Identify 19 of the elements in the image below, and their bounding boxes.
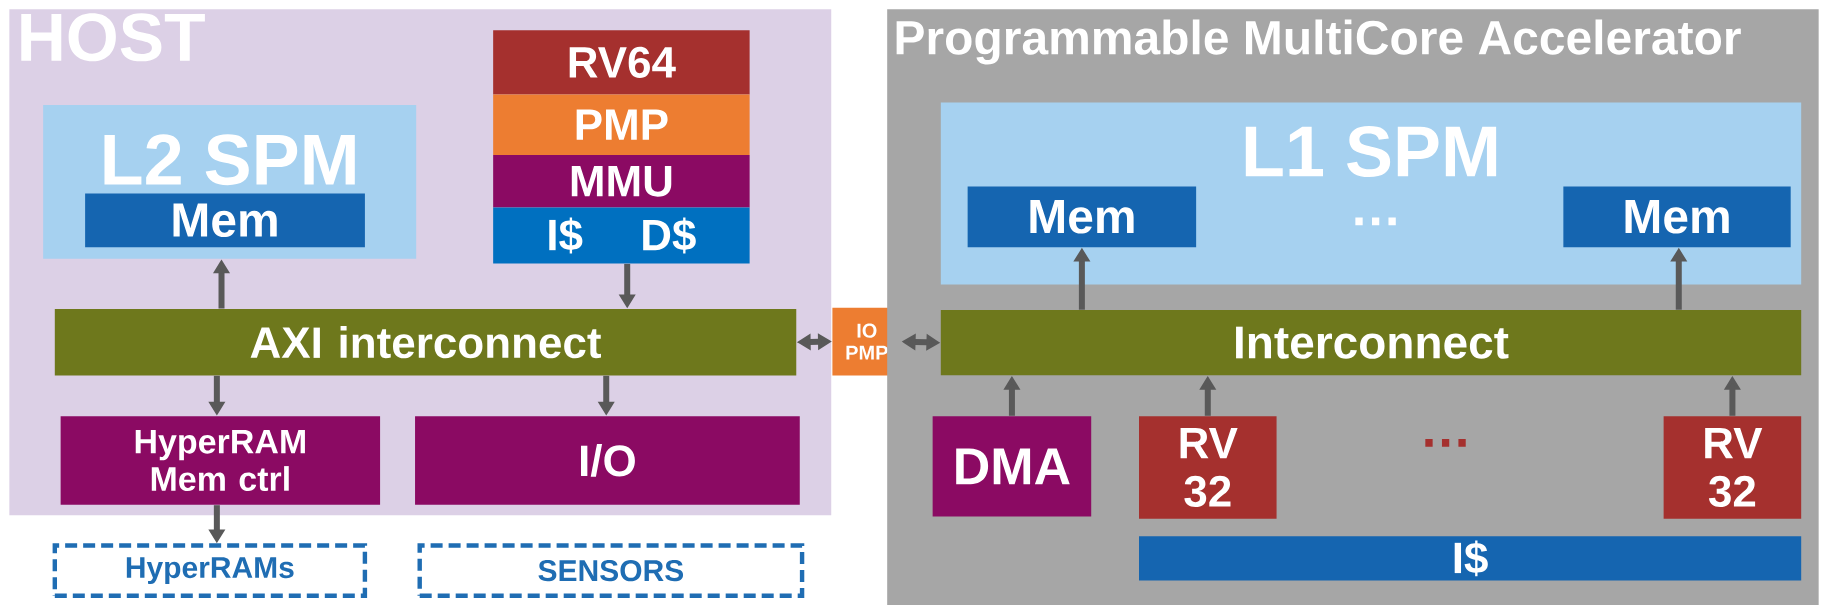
external-device-box: SENSORS (417, 543, 805, 599)
cache-box: I$ D$ (493, 207, 750, 264)
memory-box: Mem (85, 193, 365, 248)
interconnect-bar: AXI interconnect (54, 309, 797, 376)
core-box: RV 32 (1139, 416, 1277, 519)
ellipsis: … (1355, 217, 1396, 226)
ellipsis: … (1425, 439, 1466, 447)
mmu-box: MMU (493, 155, 750, 208)
external-device-box: HyperRAMs (52, 543, 368, 599)
controller-box: HyperRAM Mem ctrl (60, 416, 381, 505)
dma-box: DMA (932, 416, 1092, 517)
protection-box: PMP (493, 94, 750, 156)
io-box: I/O (415, 416, 800, 505)
core-box: RV64 (493, 30, 750, 95)
memory-box: Mem (1563, 186, 1791, 248)
memory-box: Mem (967, 186, 1197, 248)
interconnect-bar: Interconnect (940, 310, 1802, 376)
core-box: RV 32 (1663, 416, 1802, 519)
cache-bar: I$ (1139, 536, 1802, 581)
